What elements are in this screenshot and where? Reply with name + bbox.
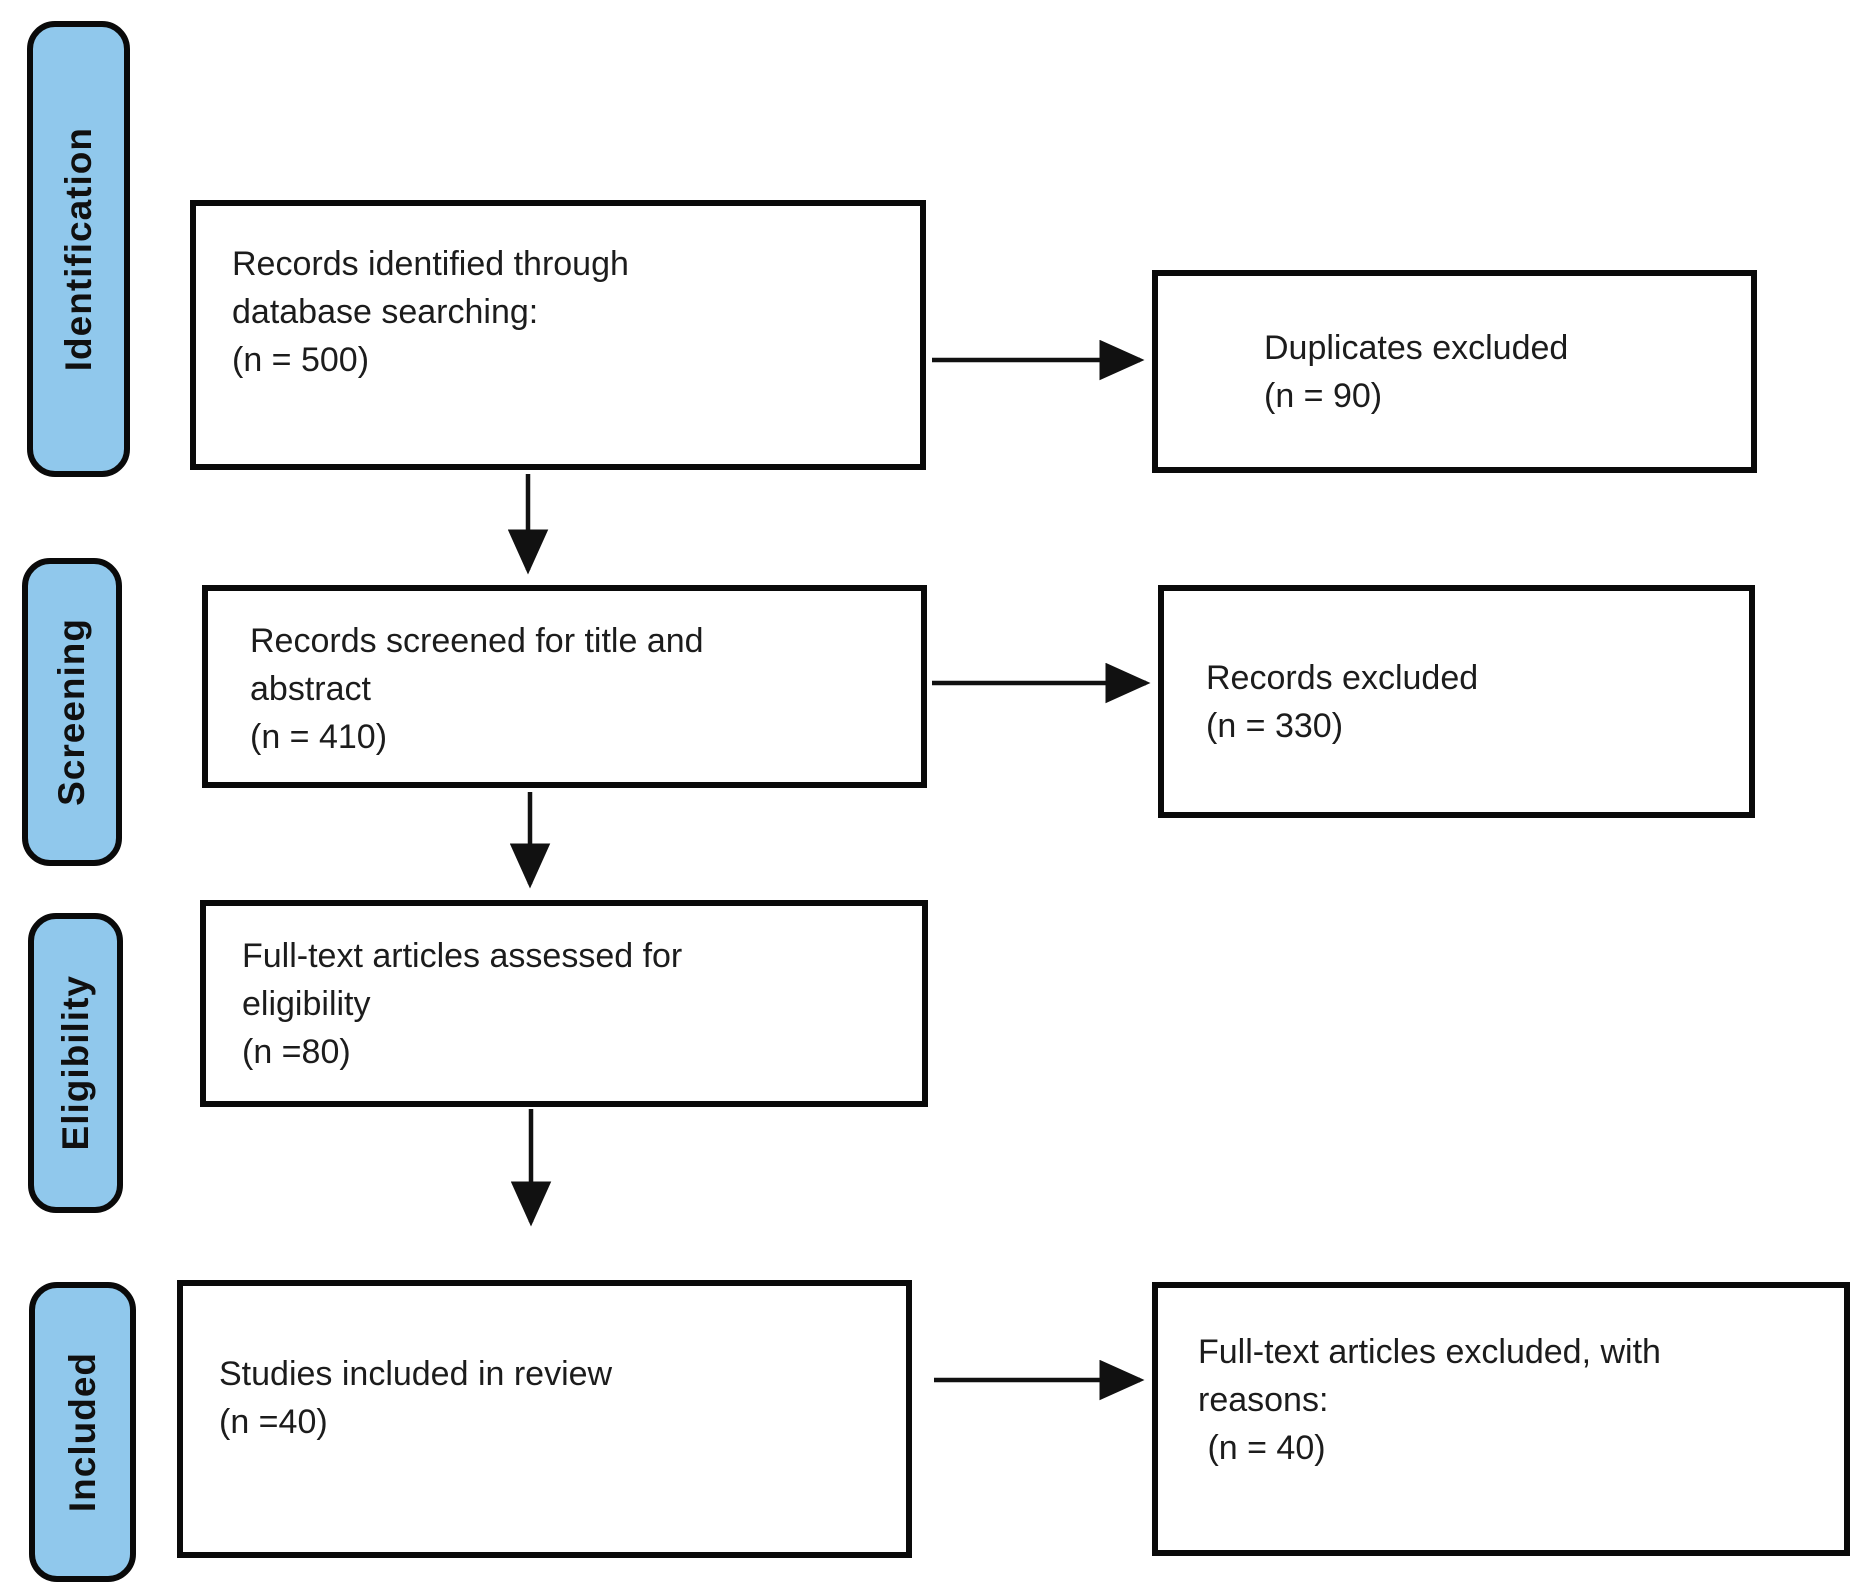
box-fulltext-excluded-line3: (n = 40) <box>1198 1429 1326 1467</box>
box-studies-included-line1: Studies included in review <box>219 1355 613 1393</box>
box-records-screened-line3: (n = 410) <box>250 718 388 756</box>
box-records-identified: Records identified through database sear… <box>190 200 926 470</box>
stage-eligibility: Eligibility <box>28 913 123 1213</box>
box-fulltext-excluded-line2: reasons: <box>1198 1381 1329 1419</box>
stage-screening: Screening <box>22 558 122 866</box>
box-fulltext-excluded: Full-text articles excluded, with reason… <box>1152 1282 1850 1556</box>
box-fulltext-excluded-line1: Full-text articles excluded, with <box>1198 1333 1661 1371</box>
box-fulltext-assessed-line1: Full-text articles assessed for <box>242 937 683 975</box>
stage-identification-label: Identification <box>57 126 99 372</box>
box-fulltext-assessed: Full-text articles assessed for eligibil… <box>200 900 928 1107</box>
box-studies-included-line2: (n =40) <box>219 1403 328 1441</box>
stage-included-label: Included <box>61 1351 103 1513</box>
box-records-screened-line2: abstract <box>250 670 371 708</box>
stage-included: Included <box>29 1282 136 1582</box>
box-records-excluded: Records excluded (n = 330) <box>1158 585 1755 818</box>
box-records-identified-line2: database searching: <box>232 293 539 331</box>
box-records-screened-line1: Records screened for title and <box>250 622 704 660</box>
box-fulltext-assessed-line2: eligibility <box>242 985 371 1023</box>
box-records-identified-line3: (n = 500) <box>232 341 370 379</box>
box-fulltext-assessed-line3: (n =80) <box>242 1033 351 1071</box>
box-records-identified-line1: Records identified through <box>232 245 629 283</box>
stage-eligibility-label: Eligibility <box>54 975 96 1151</box>
box-duplicates-excluded-line1: Duplicates excluded <box>1264 328 1569 367</box>
box-duplicates-excluded: Duplicates excluded (n = 90) <box>1152 270 1757 473</box>
box-records-screened: Records screened for title and abstract … <box>202 585 927 788</box>
box-records-excluded-line2: (n = 330) <box>1206 706 1344 745</box>
box-duplicates-excluded-line2: (n = 90) <box>1264 376 1383 415</box>
box-studies-included: Studies included in review (n =40) <box>177 1280 912 1558</box>
stage-identification: Identification <box>27 21 130 477</box>
box-records-excluded-line1: Records excluded <box>1206 658 1479 697</box>
stage-screening-label: Screening <box>51 618 92 806</box>
